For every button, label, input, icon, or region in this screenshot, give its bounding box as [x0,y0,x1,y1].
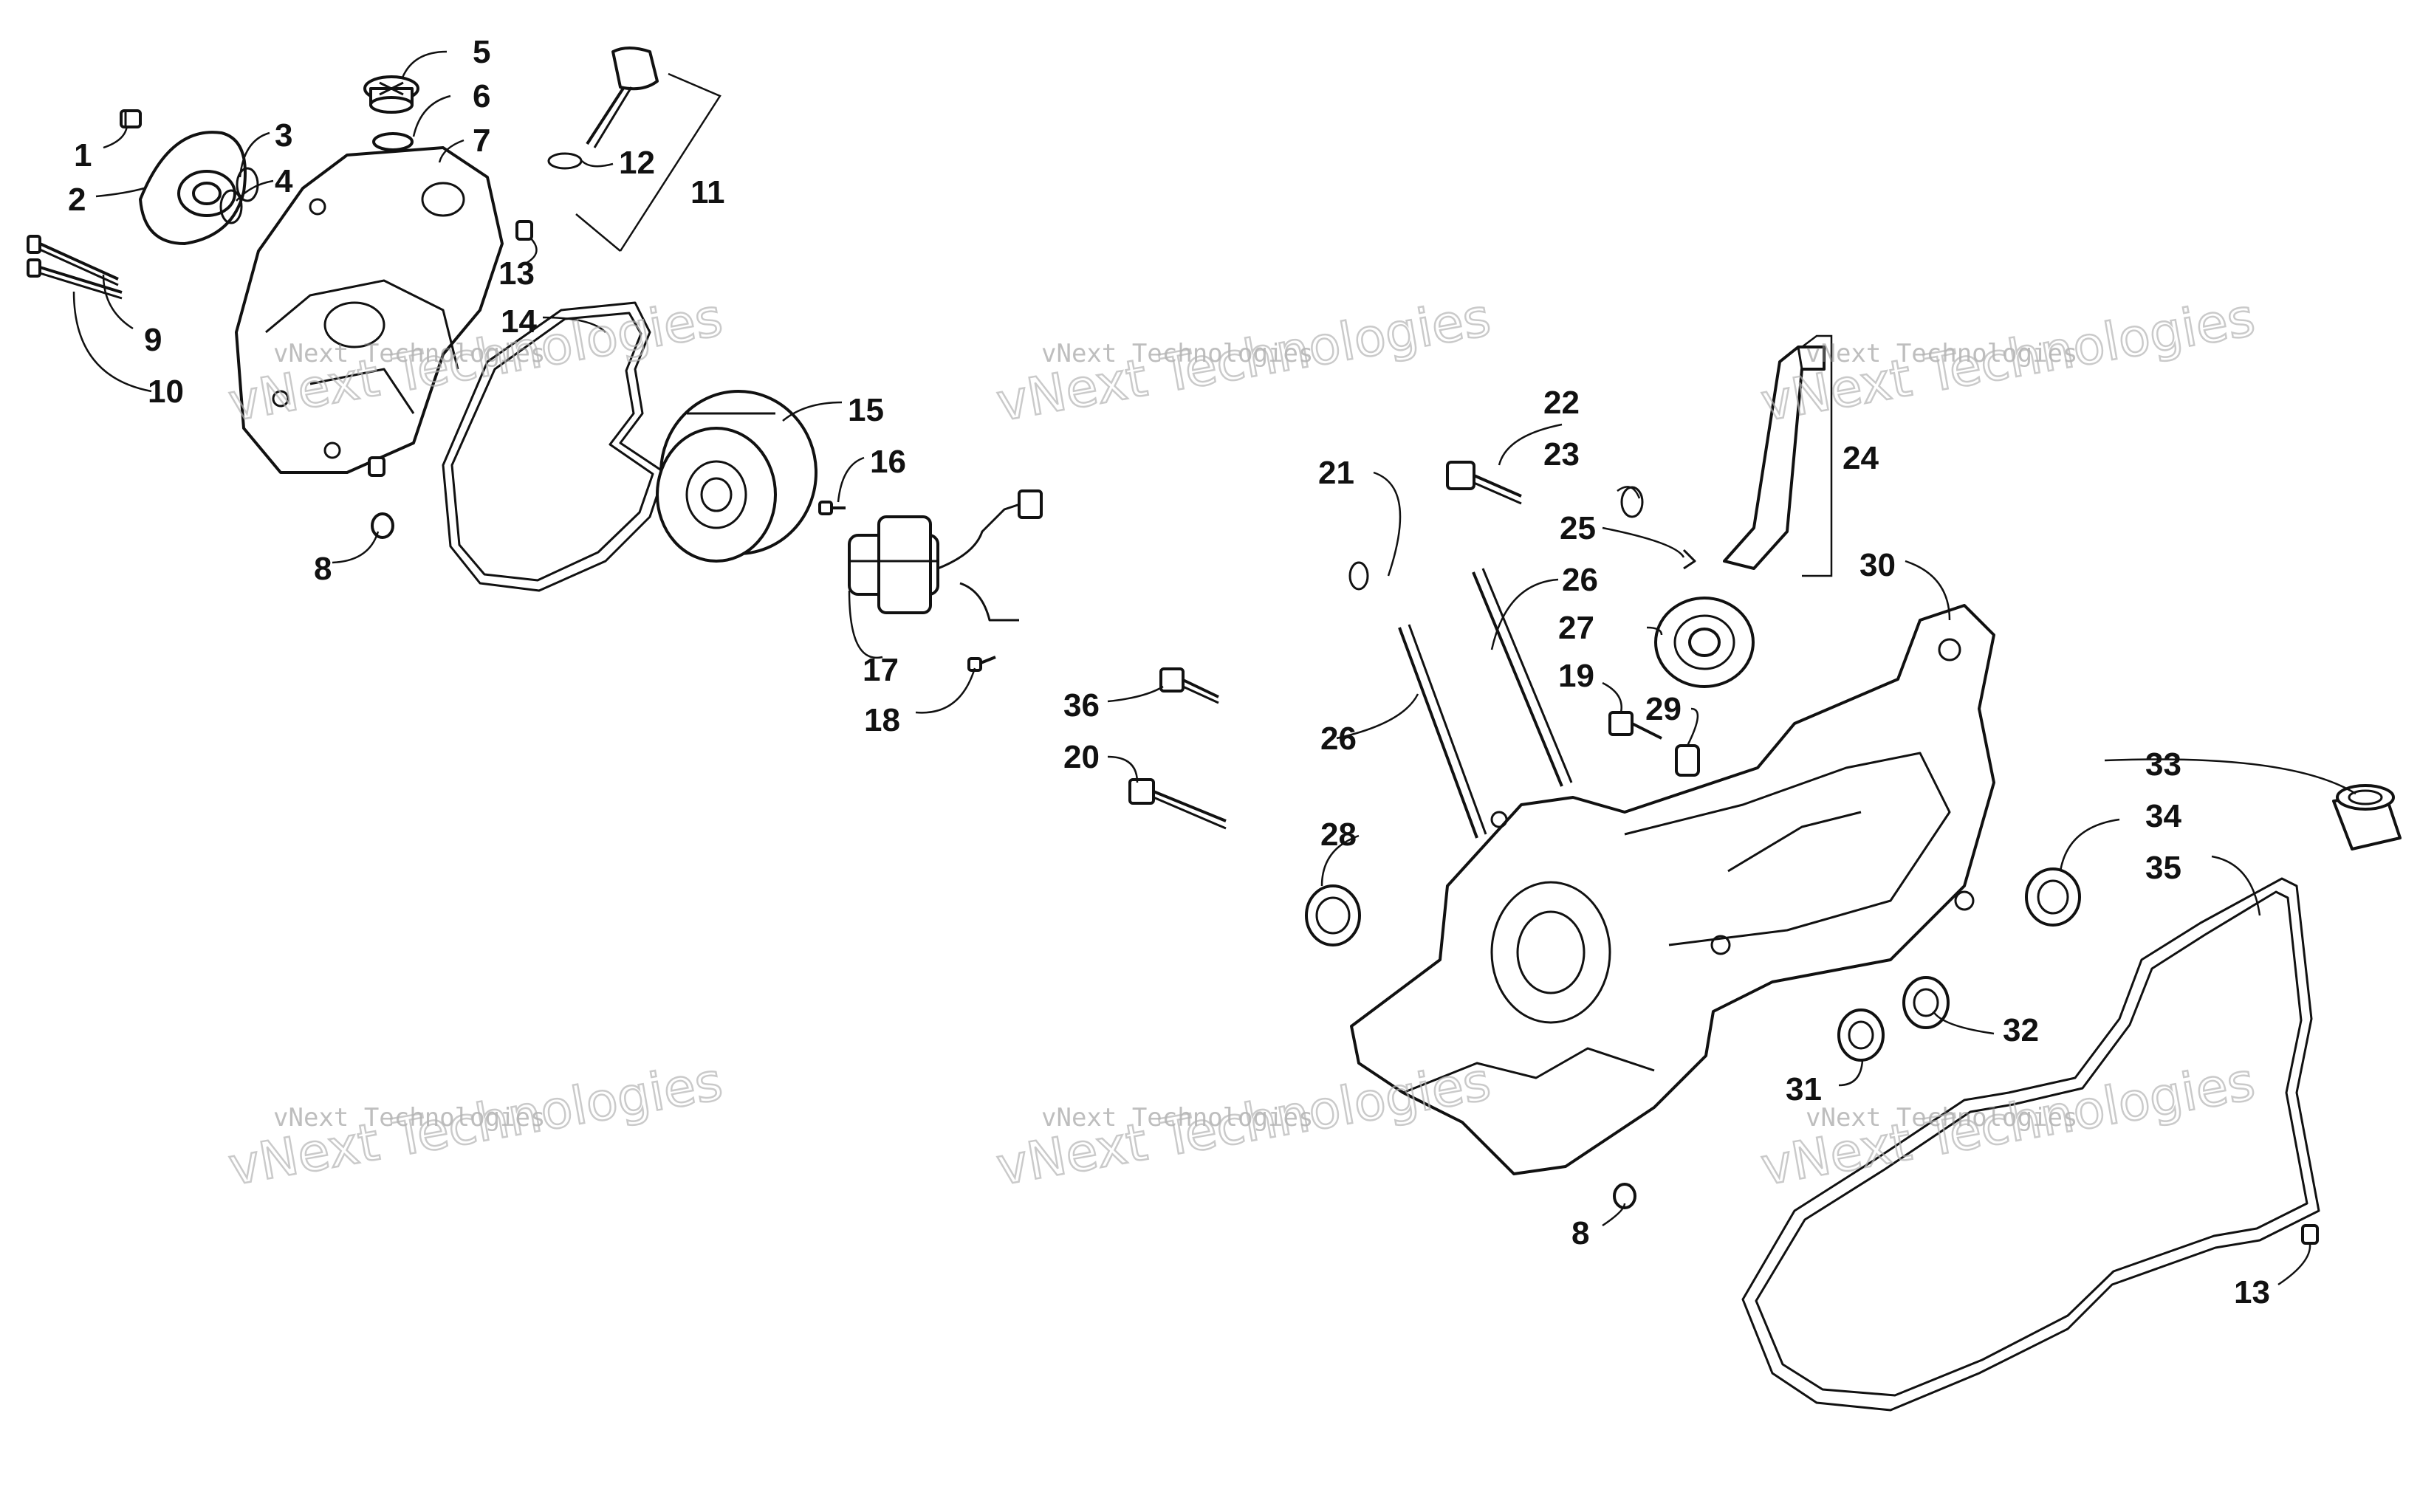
callout-36: 36 [1063,687,1100,724]
callout-31: 31 [1786,1071,1822,1107]
callout-25: 25 [1560,510,1596,546]
part-crankcase [1350,604,1995,1175]
callout-21: 21 [1318,455,1354,491]
part-flywheel [656,390,817,563]
callout-2: 2 [68,182,86,218]
part-dipstick [586,47,659,148]
callout-18: 18 [864,702,900,738]
part-stud [1398,624,1487,839]
part-clamp [1675,744,1700,777]
svg-text:vNext Technologies: vNext Technologies [273,1103,545,1133]
part-o-ring [547,152,583,170]
callout-13b: 13 [2234,1274,2270,1310]
part-bolt-20 [1128,778,1227,830]
callout-29: 29 [1645,691,1682,727]
part-bearing [2332,784,2402,850]
callout-26: 26 [1562,562,1598,598]
callout-23: 23 [1543,436,1580,472]
part-bolt-22 [1446,461,1522,505]
callout-35: 35 [2145,850,2181,886]
part-breather-hose [1723,346,1826,570]
svg-text:vNext Technologies: vNext Technologies [1806,1103,2077,1133]
callout-4: 4 [275,163,293,199]
part-stator [848,489,1043,622]
part-dowel-pin [368,456,385,477]
part-hose-clamp [1682,549,1696,570]
part-bearing [1902,976,1950,1029]
svg-text:vNext Technologies: vNext Technologies [1041,339,1313,368]
callout-22: 22 [1543,385,1580,421]
part-seal [1305,884,1361,946]
callout-12: 12 [619,145,655,181]
part-plug [363,75,419,114]
part-screw [967,656,996,672]
part-gasket [442,301,666,592]
part-seal [371,512,394,539]
callout-26b: 26 [1320,721,1357,757]
part-clip [1620,486,1644,518]
watermark: vNext Technologies vNext Technologies [991,1050,1495,1198]
part-washer [372,132,414,151]
part-gasket [1741,877,2320,1412]
callout-8b: 8 [1571,1215,1589,1251]
callout-labels: 1 2 3 4 5 6 7 8 9 10 11 12 13 14 15 16 1… [68,34,2270,1310]
callout-16: 16 [870,444,906,480]
svg-text:vNext Technologies: vNext Technologies [993,287,1495,433]
callout-19: 19 [1558,658,1594,694]
svg-text:vNext Technologies: vNext Technologies [1757,1051,2259,1197]
svg-text:vNext Technologies: vNext Technologies [1041,1103,1313,1133]
callout-28: 28 [1320,817,1357,853]
callout-3: 3 [275,117,292,154]
watermark: vNext Technologies vNext Technologies [223,1050,727,1198]
part-long-bolt [27,258,123,300]
callout-24: 24 [1843,440,1879,476]
callout-33: 33 [2145,746,2181,783]
callout-13: 13 [498,255,535,292]
callout-11: 11 [690,174,725,210]
part-bearing [1837,1008,1885,1062]
callout-1: 1 [74,137,92,173]
watermark: vNext Technologies vNext Technologies [1755,1050,2260,1198]
callout-34: 34 [2145,798,2181,834]
svg-text:vNext Technologies: vNext Technologies [273,339,545,368]
callout-27: 27 [1558,610,1594,646]
part-stud [1472,568,1573,787]
part-bolt-small [120,109,142,128]
part-long-bolt [27,235,119,286]
part-dowel-pin [2301,1224,2319,1245]
callout-6: 6 [473,78,490,114]
part-cover-cap [139,131,247,245]
callout-7: 7 [473,123,490,159]
crankcase-assembly [1305,334,2402,1412]
callout-32: 32 [2003,1012,2039,1048]
callout-15: 15 [848,392,884,428]
watermark: vNext Technologies vNext Technologies [1755,286,2260,434]
svg-text:vNext Technologies: vNext Technologies [1806,339,2077,368]
svg-text:vNext Technologies: vNext Technologies [1757,287,2259,433]
callout-30: 30 [1859,547,1896,583]
watermark: vNext Technologies vNext Technologies [991,286,1495,434]
svg-text:vNext Technologies: vNext Technologies [224,1051,727,1197]
part-seal [1613,1183,1636,1209]
part-dowel-pin [515,220,533,241]
callout-20: 20 [1063,739,1100,775]
leader-lines [72,50,2356,1286]
callout-17: 17 [863,652,899,688]
side-cover-assembly [27,47,721,539]
callout-5: 5 [473,34,490,70]
part-side-cover [235,146,504,474]
callout-9: 9 [144,322,162,358]
svg-text:vNext Technologies: vNext Technologies [993,1051,1495,1197]
part-clip [1348,561,1369,591]
callout-10: 10 [148,374,184,410]
part-screw [818,501,846,515]
part-o-ring [219,189,243,224]
part-seal [2025,867,2081,927]
callout-14: 14 [501,303,537,340]
callout-8: 8 [314,551,332,587]
part-bolt-36 [1159,667,1219,704]
part-bearing [1654,597,1755,688]
